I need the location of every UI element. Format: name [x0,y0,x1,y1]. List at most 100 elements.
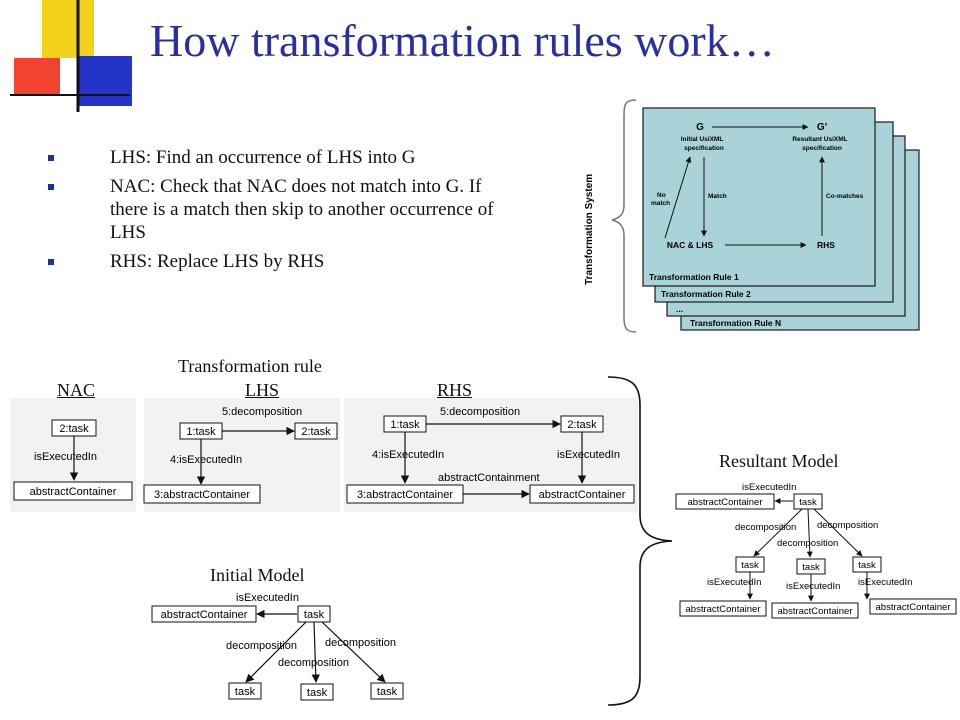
initial-spec-label-2: specification [684,145,724,152]
initial-model-label: Initial Model [210,565,305,585]
rm-c2-node [771,602,859,619]
rm-container-node [675,493,775,510]
logo-red-square [14,58,60,96]
rm-c2-text: abstractContainer [778,606,853,617]
initial-model-graph: abstractContainer task isExecutedIn deco… [151,592,404,701]
rhs-task1-text: 1:task [390,419,420,431]
im-decomp-left-text: decomposition [226,640,297,652]
im-decomp-right-text: decomposition [325,637,396,649]
rm-c3-node [869,598,957,615]
nac-container-node [13,481,133,501]
rhs-label: RHS [437,380,473,400]
im-child3-text: task [377,686,398,698]
rm-decomp-right-text: decomposition [817,520,878,531]
bullet-text: NAC: Check that NAC does not match into … [110,176,494,243]
match-label: Match [708,193,727,200]
bullet-marker [48,184,54,190]
corner-logo [10,0,132,112]
rhs-container1-text: 3:abstractContainer [357,489,453,501]
rm-task-text: task [799,497,817,508]
rm-child1-text: task [741,560,759,571]
rm-child2-text: task [802,562,820,573]
lhs-task2-text: 2:task [301,426,331,438]
im-decomp-mid-edge [311,621,320,683]
bullet-marker [48,155,54,161]
rhs-task2-text: 2:task [567,419,597,431]
nac-lhs-label: NAC & LHS [667,240,714,250]
rm-decomp-mid-edge [806,508,813,558]
rhs-exec1-text: 4:isExecutedIn [372,449,444,461]
slide-title: How transformation rules work… [150,15,775,66]
rm-c1-text: abstractContainer [686,604,761,615]
nac-label: NAC [57,380,96,400]
rm-container-text: abstractContainer [688,497,763,508]
system-brace [611,99,637,333]
side-label: Transformation System [584,174,595,285]
rule-2-label: Transformation Rule 2 [661,289,751,299]
rhs-contain-text: abstractContainment [438,472,540,484]
lhs-task2-node [294,422,338,440]
rule-n-label: Transformation Rule N [690,318,781,328]
no-match-arrow [664,156,692,239]
im-container-text: abstractContainer [161,609,248,621]
rm-exec1-text: isExecutedIn [707,577,761,588]
rule-brace-path [607,376,673,706]
bullet-text: RHS: Replace LHS by RHS [110,251,325,272]
rm-exec-text: isExecutedIn [742,482,796,493]
nac-container-text: abstractContainer [30,486,117,498]
im-decomp-mid-text: decomposition [278,657,349,669]
rhs-box-label: RHS [817,240,835,250]
lhs-exec-text: 4:isExecutedIn [170,454,242,466]
rm-decomp-right-edge [813,508,863,557]
no-match-label-2: match [651,200,670,207]
rm-exec3-text: isExecutedIn [858,577,912,588]
rm-decomp-mid-text: decomposition [777,538,838,549]
lhs-container-node [143,484,261,504]
resultant-spec-label: Resultant UsiXML [792,136,847,143]
rm-child3-text: task [858,560,876,571]
rhs-container2-node [529,484,635,504]
logo-blue-square [78,56,132,106]
rm-c3-text: abstractContainer [876,602,951,613]
nac-task-text: 2:task [59,423,89,435]
rule-card-1 [642,107,876,287]
g-label: G [696,122,704,133]
rhs-container2-text: abstractContainer [539,489,626,501]
rm-c1-node [679,600,767,617]
lhs-container-text: 3:abstractContainer [154,489,250,501]
resultant-model-graph: abstractContainer task isExecutedIn deco… [675,482,957,619]
rhs-decomp-text: 5:decomposition [440,406,520,418]
rm-exec2-text: isExecutedIn [786,581,840,592]
rm-decomp-left-text: decomposition [735,522,796,533]
resultant-spec-label-2: specification [802,145,842,152]
co-matches-label: Co-matches [826,193,864,200]
no-match-label: No [657,192,666,199]
im-child1-node [228,682,262,700]
im-task-text: task [304,609,325,621]
initial-spec-label: Initial UsiXML [681,136,724,143]
bullet-text: LHS: Find an occurrence of LHS into G [110,147,416,168]
im-decomp-right-edge [321,621,386,683]
g-prime-label: G' [817,122,827,133]
resultant-model-label: Resultant Model [719,451,839,471]
rule-brace [607,376,673,706]
rule-ellipsis-label: ... [676,304,683,314]
nac-edge-text: isExecutedIn [34,451,97,463]
im-container-node [151,605,257,623]
bullet-item: NAC: Check that NAC does not match into … [48,175,510,244]
bullet-marker [48,259,54,265]
rule-1-label: Transformation Rule 1 [649,272,739,282]
bullet-list: LHS: Find an occurrence of LHS into G NA… [48,146,518,279]
im-child2-node [300,683,334,701]
im-child3-node [370,682,404,700]
im-child2-text: task [307,687,328,699]
rule-graphs: 2:task isExecutedIn abstractContainer 1:… [10,398,638,512]
bullet-item: LHS: Find an occurrence of LHS into G [48,146,518,169]
lhs-decomp-text: 5:decomposition [222,406,302,418]
im-child1-text: task [235,686,256,698]
transformation-rule-label: Transformation rule [178,356,322,376]
rhs-exec2-text: isExecutedIn [557,449,620,461]
lhs-label: LHS [245,380,280,400]
transformation-system-diagram: Transformation System G G' Initial UsiXM… [584,99,920,333]
lhs-task1-text: 1:task [186,426,216,438]
